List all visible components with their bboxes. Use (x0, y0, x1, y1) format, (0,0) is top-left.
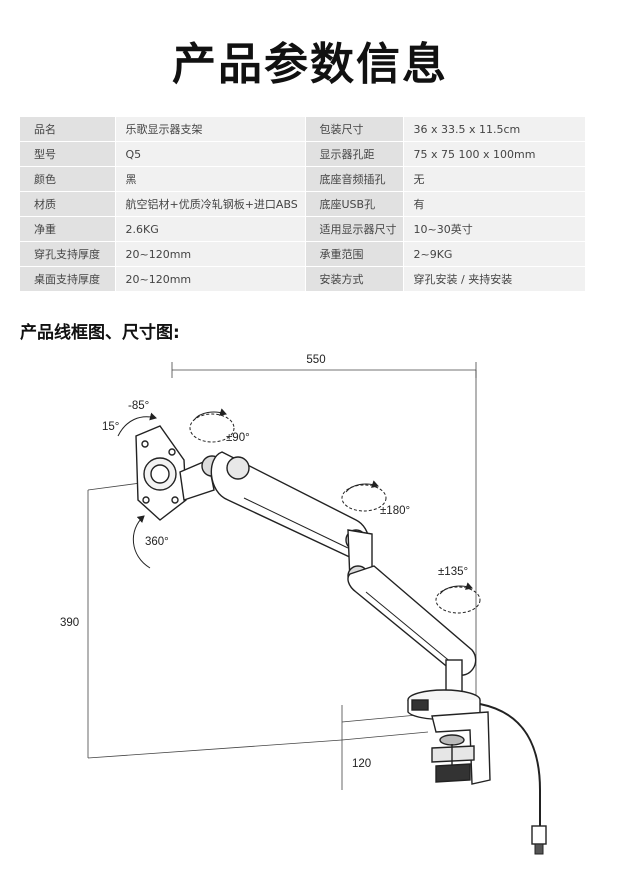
rotate-screen-label: 360° (145, 536, 169, 548)
spec-value: 穿孔安装 / 夹持安装 (403, 266, 586, 292)
spec-key: 承重范围 (305, 241, 404, 267)
table-row: 穿孔支持厚度 20~120mm 承重范围 2~9KG (20, 241, 586, 267)
rotation-arrows (117, 408, 481, 614)
spec-value: 36 x 33.5 x 11.5cm (403, 117, 586, 142)
table-row: 型号 Q5 显示器孔距 75 x 75 100 x 100mm (20, 141, 586, 167)
tilt-down-label: 15° (102, 421, 119, 433)
swivel-head-ellipse (189, 413, 235, 443)
spec-value: 2~9KG (403, 241, 586, 267)
desk-clamp (431, 711, 491, 785)
page-title: 产品参数信息 (172, 39, 448, 90)
table-row: 桌面支持厚度 20~120mm 安装方式 穿孔安装 / 夹持安装 (20, 266, 586, 292)
spec-value: 20~120mm (115, 266, 306, 292)
usb-cable (479, 703, 547, 855)
spec-key: 包装尺寸 (305, 117, 404, 142)
spec-value: 无 (403, 166, 586, 192)
spec-table: 品名 乐歌显示器支架 包装尺寸 36 x 33.5 x 11.5cm 型号 Q5… (20, 117, 586, 292)
table-row: 品名 乐歌显示器支架 包装尺寸 36 x 33.5 x 11.5cm (20, 117, 586, 142)
spec-key: 安装方式 (305, 266, 404, 292)
spec-key: 底座音频插孔 (305, 166, 404, 192)
height-label: 390 (60, 617, 79, 629)
spec-value: 75 x 75 100 x 100mm (403, 141, 586, 167)
spec-key: 型号 (20, 141, 116, 167)
swivel-mid-label: ±180° (380, 505, 410, 517)
vesa-plate (135, 425, 187, 521)
swivel-base-arrow (439, 582, 473, 595)
section-title: 产品线框图、尺寸图: (20, 323, 180, 343)
spec-key: 穿孔支持厚度 (20, 241, 116, 267)
spec-value: 2.6KG (115, 216, 306, 242)
spec-key: 品名 (20, 117, 116, 142)
spec-key: 颜色 (20, 166, 116, 192)
spec-key: 适用显示器尺寸 (305, 216, 404, 242)
spec-value: 乐歌显示器支架 (115, 117, 306, 142)
clamp-height-label: 120 (352, 758, 371, 770)
dimension-lines (87, 362, 477, 790)
height-extension-bottom (87, 739, 343, 759)
spec-value: 黑 (115, 166, 306, 192)
table-row: 颜色 黑 底座音频插孔 无 (20, 166, 586, 192)
spec-value: 有 (403, 191, 586, 217)
spec-key: 底座USB孔 (305, 191, 404, 217)
spec-key: 桌面支持厚度 (20, 266, 116, 292)
spec-key: 材质 (20, 191, 116, 217)
swivel-base-ellipse (435, 586, 481, 614)
lower-arm (347, 565, 477, 676)
spec-value: 航空铝材+优质冷轧钢板+进口ABS (115, 191, 306, 217)
swivel-mid-arrow (345, 480, 379, 493)
table-row: 材质 航空铝材+优质冷轧钢板+进口ABS 底座USB孔 有 (20, 191, 586, 217)
upper-arm (210, 451, 370, 561)
table-row: 净重 2.6KG 适用显示器尺寸 10~30英寸 (20, 216, 586, 242)
rotate-screen-arrow (132, 515, 151, 569)
spec-key: 显示器孔距 (305, 141, 404, 167)
swivel-base-label: ±135° (438, 566, 468, 578)
width-label: 550 (306, 354, 325, 366)
swivel-head-label: ±90° (226, 432, 250, 444)
tilt-up-label: -85° (128, 400, 149, 412)
spec-value: Q5 (115, 141, 306, 167)
swivel-mid-ellipse (341, 484, 387, 512)
spec-value: 20~120mm (115, 241, 306, 267)
clamp-extension-bottom (341, 731, 429, 741)
spec-key: 净重 (20, 216, 116, 242)
monitor-arm-drawing: 550 390 120 (60, 354, 547, 855)
tilt-arrow (117, 412, 157, 437)
swivel-head-arrow (193, 408, 227, 421)
spec-value: 10~30英寸 (403, 216, 586, 242)
